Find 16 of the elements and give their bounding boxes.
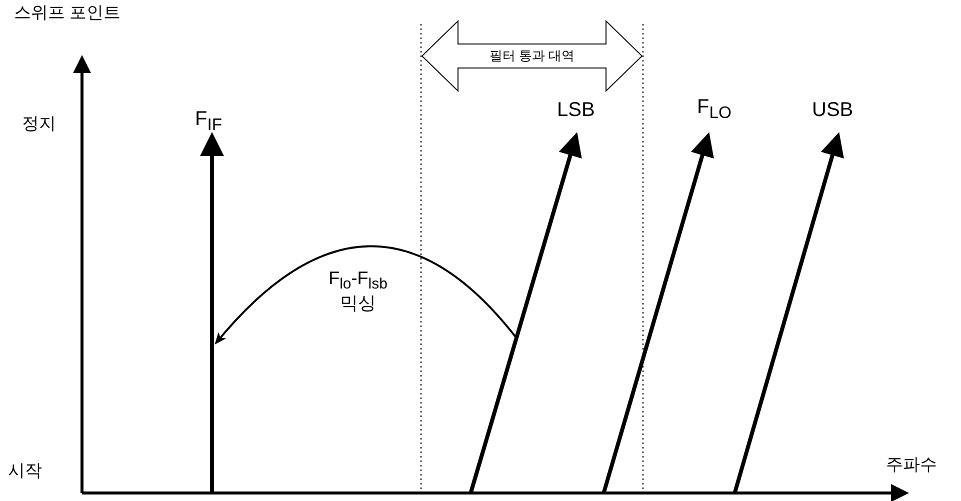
- sweep-line: [469, 132, 582, 493]
- sweep-line: [733, 132, 844, 493]
- sweep-line: [200, 132, 224, 492]
- axis-tick-label: 정지: [22, 115, 56, 134]
- trace-label: USB: [812, 99, 854, 121]
- sweep-line: [602, 132, 714, 493]
- axis-tick-label: 시작: [8, 462, 42, 481]
- trace-label: LSB: [557, 99, 595, 121]
- edge-label: F$_{lo}$-F$_{lsb}$ 믹싱: [328, 268, 388, 314]
- trace-label: F$_{LO}$: [697, 96, 732, 122]
- double-arrow-band: [421, 20, 643, 92]
- curved-arrow: [214, 245, 518, 344]
- axis-title: 주파수: [886, 456, 937, 475]
- axis-title: 스위프 포인트: [14, 4, 121, 23]
- trace-label: F$_{IF}$: [195, 108, 222, 134]
- band-label: 필터 통과 대역: [489, 47, 575, 65]
